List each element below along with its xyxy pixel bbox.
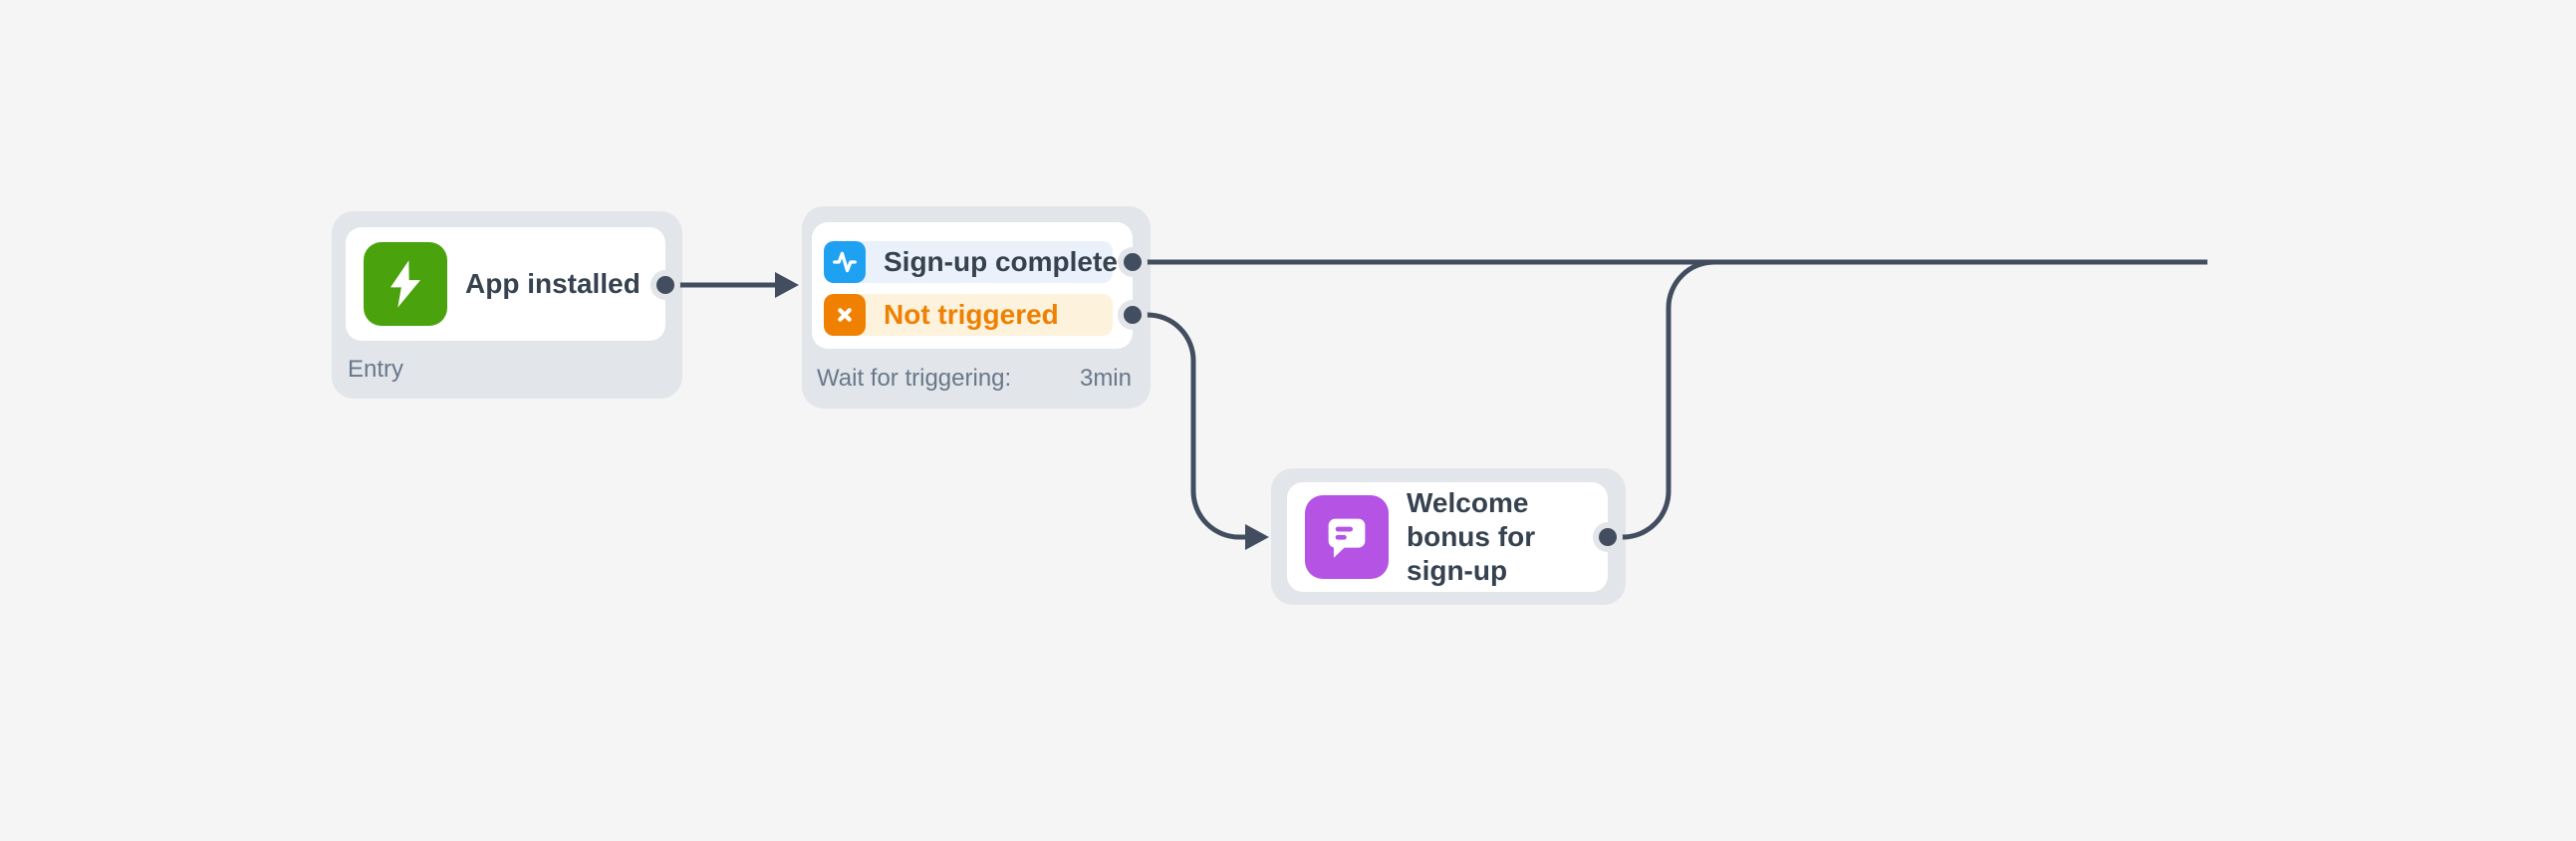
node-signup-trigger[interactable]: Sign-up complete Not triggered Wait for … (802, 206, 1151, 409)
node-welcome-bonus[interactable]: Welcome bonus for sign-up (1271, 468, 1626, 605)
output-port-signup-complete[interactable] (1118, 247, 1148, 277)
chat-bubble-icon (1305, 495, 1389, 579)
lightning-icon (364, 242, 447, 326)
branch-not-triggered[interactable]: Not triggered (824, 294, 1113, 336)
node-welcome-bonus-card[interactable]: Welcome bonus for sign-up (1287, 482, 1608, 592)
x-icon (824, 294, 866, 336)
node-footer: Entry (332, 341, 682, 399)
node-app-installed-card[interactable]: App installed (346, 227, 665, 341)
entry-label: Entry (348, 356, 404, 383)
node-footer: Wait for triggering: 3min (802, 349, 1151, 409)
branch-signup-complete[interactable]: Sign-up complete (824, 241, 1118, 283)
wait-duration-value: 3min (1079, 365, 1132, 392)
node-title: Welcome bonus for sign-up (1407, 487, 1536, 586)
pulse-icon (824, 241, 866, 283)
branch-label: Not triggered (884, 299, 1059, 330)
node-app-installed[interactable]: App installed Entry (332, 211, 682, 399)
node-signup-trigger-card[interactable]: Sign-up complete Not triggered (812, 222, 1133, 349)
output-port-action[interactable] (1593, 522, 1623, 552)
node-title: App installed (465, 268, 641, 299)
arrowhead-into-action (1245, 524, 1269, 550)
output-port-not-triggered[interactable] (1118, 300, 1148, 330)
output-port-entry[interactable] (650, 270, 680, 300)
arrowhead-into-trigger (775, 272, 799, 298)
wait-for-triggering-label: Wait for triggering: (817, 365, 1012, 392)
branch-label: Sign-up complete (884, 246, 1118, 277)
